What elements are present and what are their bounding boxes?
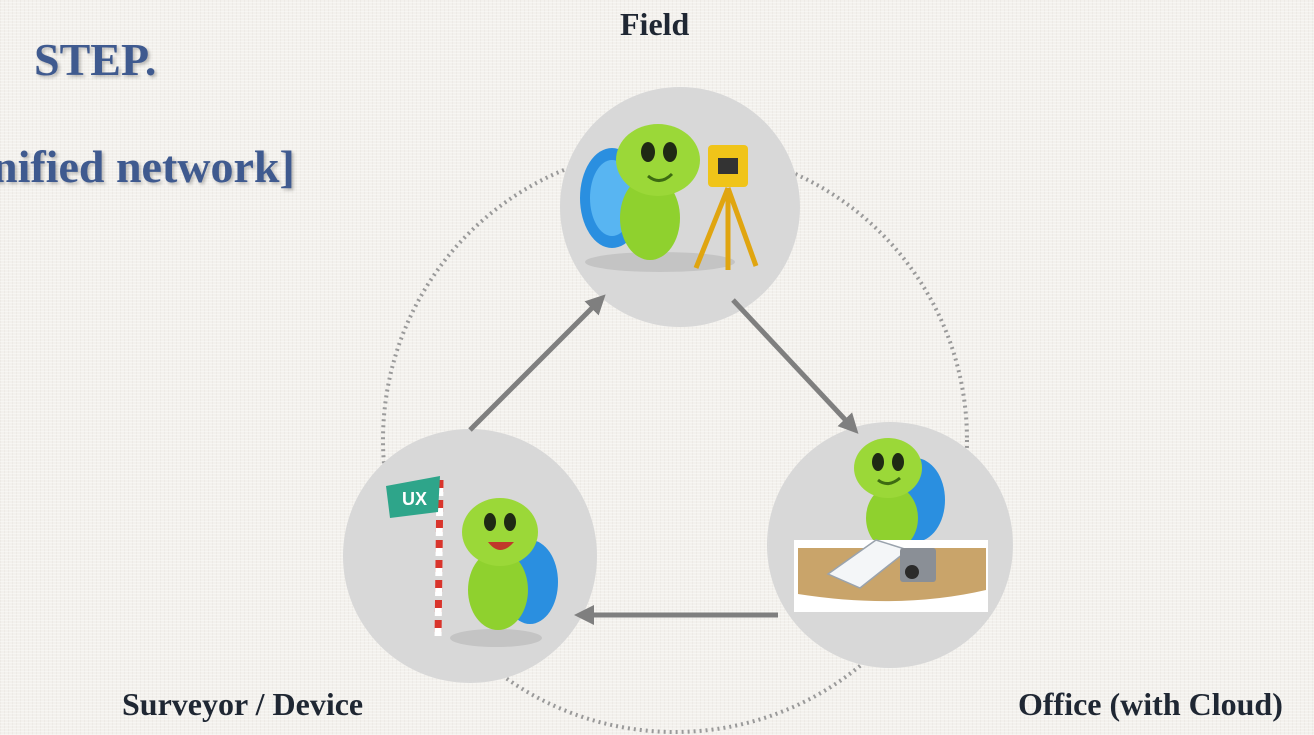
arrow-surveyor-to-field: [468, 294, 606, 432]
office-node-label: Office (with Cloud): [1018, 686, 1283, 722]
turtle-with-surveying-instrument-icon: [580, 124, 759, 272]
network-heading: nified network]: [0, 141, 295, 192]
step-heading: STEP.: [34, 34, 157, 85]
arrow-field-to-office: [731, 298, 859, 434]
surveyor-node-label: Surveyor / Device: [122, 686, 364, 722]
field-node-label: Field: [620, 6, 690, 42]
turtle-with-flag-icon: UX: [386, 476, 558, 647]
turtle-at-desk-icon: [794, 438, 988, 612]
flag-text: UX: [402, 489, 427, 509]
